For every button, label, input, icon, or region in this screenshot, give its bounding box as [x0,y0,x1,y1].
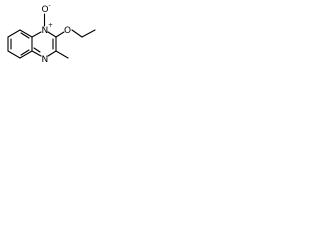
chemical-structure-diagram: N + O - O N [7,2,96,65]
pyrazine-ring [31,31,57,57]
double-bond-inner [20,49,30,56]
nitrogen-top-label: N [42,26,49,36]
oxide-oxygen-label: O [42,5,49,15]
bond [71,29,83,38]
oxide-oxygen-charge: - [49,2,51,9]
bond [7,29,21,38]
bond [31,31,42,38]
ether-oxygen-label: O [64,26,71,36]
bond [81,29,96,38]
bond [19,50,33,59]
bond [47,50,57,57]
bond [31,50,42,57]
methyl-bond [55,50,69,59]
nitrogen-top-charge: + [48,22,53,29]
ethoxy-group [55,29,96,38]
double-bond-inner [20,32,30,39]
bond [19,29,33,38]
double-bond-inner [33,47,41,53]
bond [47,31,57,38]
nitrogen-bottom-label: N [42,55,49,65]
bond [7,50,21,59]
bond [55,31,65,38]
benzene-ring [7,29,33,59]
